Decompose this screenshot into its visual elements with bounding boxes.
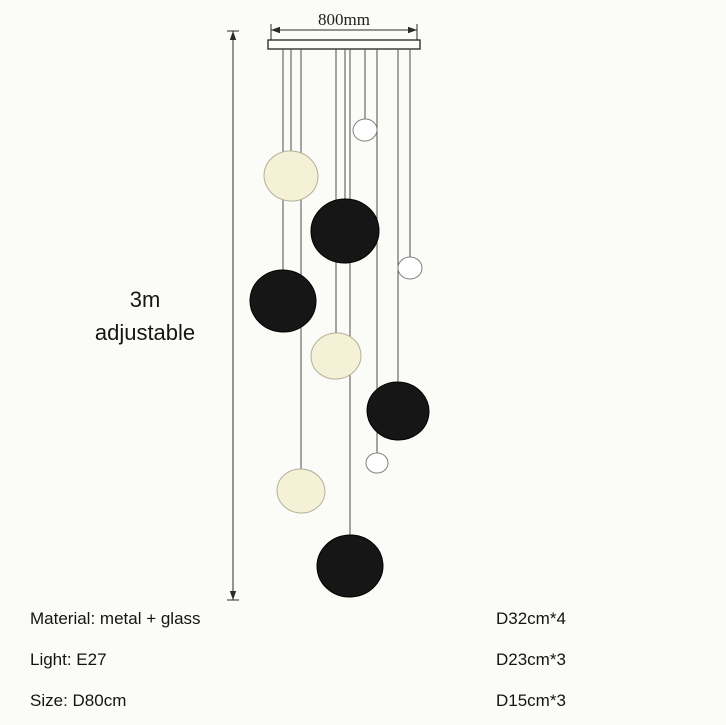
ceiling-plate: [267, 39, 421, 50]
spec-d15-count: D15cm*3: [496, 691, 566, 710]
cream-pendant-ball: [310, 332, 362, 380]
height-value: 3m: [129, 287, 161, 312]
spec-row-light: Light: E27 D23cm*3: [0, 650, 726, 672]
spec-row-size: Size: D80cm D15cm*3: [0, 691, 726, 713]
spec-size-label: Size: D80cm: [30, 691, 127, 710]
width-dimension-label: 800mm: [318, 10, 370, 29]
height-adjustable-text: adjustable: [94, 320, 196, 345]
arrowhead-down-icon: [229, 591, 237, 600]
cream-pendant-ball: [276, 468, 326, 514]
black-pendant-ball: [366, 381, 430, 441]
spec-light-label: Light: E27: [30, 650, 107, 669]
white-pendant-ball: [397, 256, 423, 280]
height-dimension-label: 3m adjustable: [55, 283, 235, 349]
white-pendant-ball: [352, 118, 378, 142]
black-pendant-ball: [310, 198, 380, 264]
black-pendant-ball: [249, 269, 317, 333]
spec-material-label: Material: metal + glass: [30, 609, 201, 628]
spec-d23-count: D23cm*3: [496, 650, 566, 669]
spec-row-material: Material: metal + glass D32cm*4: [0, 609, 726, 631]
arrowhead-up-icon: [229, 31, 237, 40]
white-pendant-ball: [365, 452, 389, 474]
arrowhead-left-icon: [271, 26, 280, 34]
cream-pendant-ball: [263, 150, 319, 202]
spec-d32-count: D32cm*4: [496, 609, 566, 628]
black-pendant-ball: [316, 534, 384, 598]
arrowhead-right-icon: [408, 26, 417, 34]
